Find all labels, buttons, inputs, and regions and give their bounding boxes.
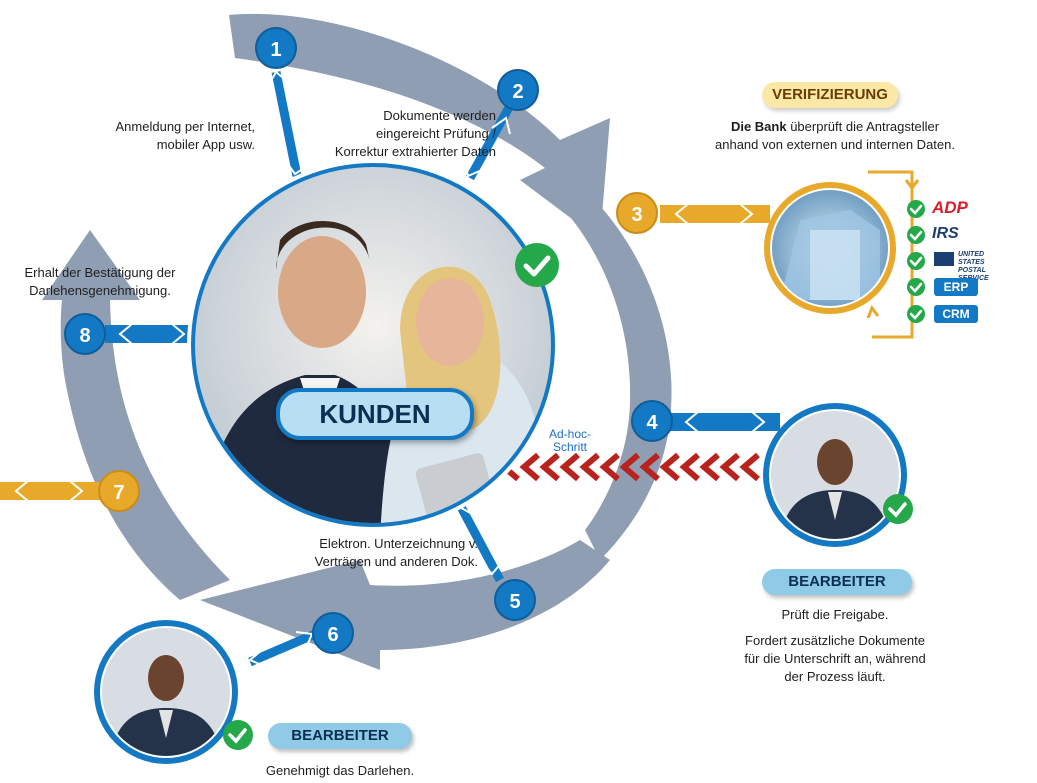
step-badges: 1 2 3 4 5 6 7 8: [64, 27, 673, 654]
step-badge-4: 4: [631, 400, 673, 442]
step-badge-2: 2: [497, 69, 539, 111]
verification-heading: VERIFIZIERUNG: [762, 82, 898, 108]
verification-image: [764, 170, 925, 339]
processor-bottom-line1: Genehmigt das Darlehen.: [265, 763, 415, 778]
step-badge-8: 8: [64, 313, 106, 355]
processor-bottom-heading: BEARBEITER: [268, 723, 412, 749]
step5-text: Elektron. Unterzeichnung v.Verträgen und…: [314, 536, 478, 569]
customer-photo: [187, 159, 559, 531]
step-badge-1: 1: [255, 27, 297, 69]
step-number: 4: [646, 412, 658, 434]
step-badge-5: 5: [494, 579, 536, 621]
step-number: 1: [270, 39, 281, 61]
irs-logo: IRS: [932, 225, 959, 242]
processor-right-heading: BEARBEITER: [762, 569, 912, 595]
step-number: 2: [512, 81, 523, 103]
processor-bottom-photo: [94, 620, 253, 764]
center-label: KUNDEN: [276, 388, 474, 440]
step-number: 5: [509, 591, 520, 613]
step-badge-6: 6: [312, 612, 354, 654]
step-number: 7: [113, 482, 124, 504]
step-number: 3: [631, 204, 642, 226]
verification-text: Die Bank überprüft die Antragsteller anh…: [715, 119, 955, 152]
step-number: 8: [79, 325, 90, 347]
step1-text: Anmeldung per Internet,mobiler App usw.: [115, 119, 255, 152]
step-number: 6: [327, 624, 338, 646]
step-badge-3: 3: [616, 192, 658, 234]
crm-badge: CRM: [934, 305, 978, 323]
step-badge-7: 7: [98, 470, 140, 512]
adhoc-label: Ad-hoc-Schritt: [548, 427, 592, 454]
connector-arrows: [0, 70, 780, 667]
processor-right-photo: [763, 403, 913, 547]
processor-right-line1: Prüft die Freigabe.: [781, 607, 889, 622]
usps-eagle-icon: [934, 252, 954, 266]
erp-badge: ERP: [934, 278, 978, 296]
adp-logo: ADP: [932, 198, 968, 217]
